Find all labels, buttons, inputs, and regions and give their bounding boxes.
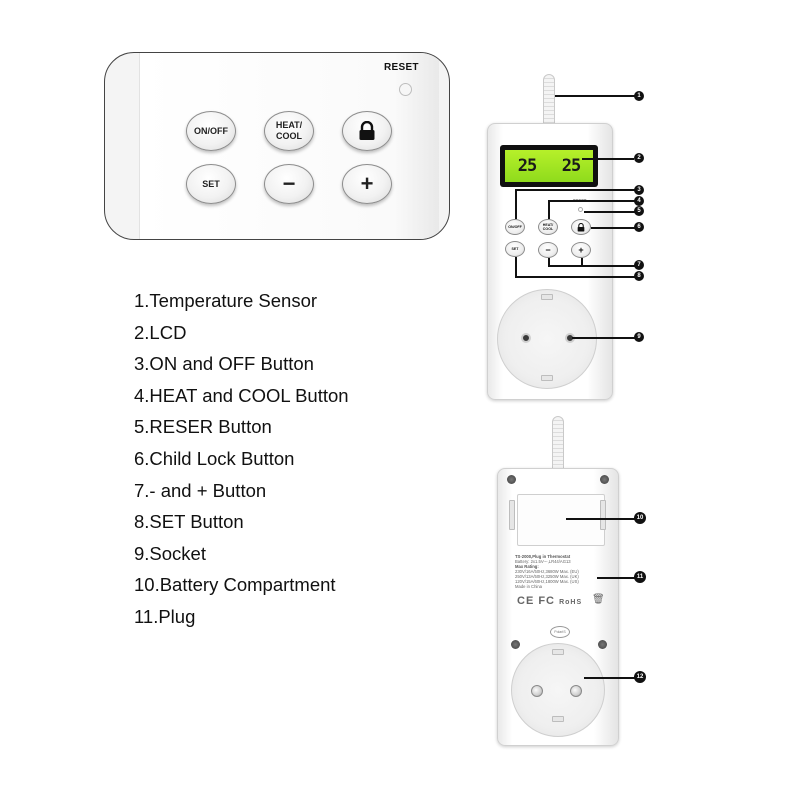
heat-cool-button[interactable]: HEAT/ COOL [264,111,314,151]
plug [511,643,605,737]
callout-line-1 [555,95,635,97]
rohs-mark: RoHS [559,599,583,606]
legend-item: 2.LCD [134,321,187,343]
rating-label-line: 250V/13A/50Hz,3250W Max. (UK) [515,574,579,579]
callout-9: 9 [634,332,644,342]
lock-icon [577,222,585,231]
callout-11: 11 [634,571,646,583]
callout-vline-8 [515,257,517,277]
reset-button[interactable] [399,83,412,96]
rating-label-title: TS-2000,Plug in Thermostat [515,554,571,559]
lock-icon [359,121,375,140]
certification-marks: CE FC RoHS [517,595,582,607]
callout-vline-7a [548,258,550,266]
callout-3: 3 [634,185,644,195]
rating-label-line: 120V/15A/60Hz,1800W Max. (US) [515,579,579,584]
plus-icon: + [578,244,584,255]
callout-vline-3 [515,189,517,219]
reset-label: RESET [384,62,419,73]
legend-item: 11.Plug [134,605,196,627]
callout-vline-4 [548,200,550,219]
legend-item: 9.Socket [134,542,206,564]
legend-item: 6.Child Lock Button [134,447,295,469]
minus-button[interactable]: − [264,164,314,204]
rating-label-line: 230V/16A/50Hz,3680W Max. (EU) [515,569,579,574]
callout-line-4 [548,200,635,202]
button-panel-closeup: RESET ON/OFF HEAT/ COOL SET − + [104,52,450,240]
panel-face: RESET ON/OFF HEAT/ COOL SET − + [139,53,439,239]
callout-line-10 [566,518,635,520]
front-lock-button[interactable] [571,219,591,235]
callout-line-5 [584,211,635,213]
temperature-sensor-cable [543,74,555,126]
rating-label-line: Battery: 2x1.5V---,LR44/AG13 [515,559,571,564]
socket-hole-left [521,333,531,343]
ce-fc-marks: CE FC [517,595,555,607]
callout-10: 10 [634,512,646,524]
set-button[interactable]: SET [186,164,236,204]
legend-item: 5.RESER Button [134,416,272,438]
front-on-off-button[interactable]: ON/OFF [505,219,525,235]
front-set-button[interactable]: SET [505,241,525,257]
callout-line-11 [597,577,635,579]
front-minus-button[interactable]: − [538,242,558,258]
rating-label: TS-2000,Plug in Thermostat Battery: 2x1.… [514,553,606,609]
callout-7: 7 [634,260,644,270]
on-off-button[interactable]: ON/OFF [186,111,236,151]
legend-item: 8.SET Button [134,511,244,533]
callout-12: 12 [634,671,646,683]
battery-clip-right [600,500,606,530]
weee-bin-icon: 🗑 [592,594,605,605]
minus-icon: − [282,171,296,196]
plug-earth-clip-top [552,649,564,655]
socket [497,289,597,389]
callout-line-6 [591,227,635,229]
screw-icon [511,640,520,649]
lcd-display: 25 25 [500,145,598,187]
socket-earth-clip-bottom [541,375,553,381]
plus-button[interactable]: + [342,164,392,204]
callout-line-3 [515,189,635,191]
callout-8: 8 [634,271,644,281]
plug-earth-clip-bottom [552,716,564,722]
callout-vline-7b [581,258,583,266]
legend-item: 10.Battery Compartment [134,574,336,596]
battery-clip-left [509,500,515,530]
callout-5: 5 [634,206,644,216]
callout-line-7 [548,265,635,267]
callout-1: 1 [634,91,644,101]
front-plus-button[interactable]: + [571,242,591,258]
callout-line-2 [582,158,634,160]
screw-icon [598,640,607,649]
front-reset-button[interactable] [578,207,583,212]
screw-icon [600,475,609,484]
plus-icon: + [360,171,374,196]
plug-pin-left [531,685,543,697]
socket-earth-clip-top [541,294,553,300]
parts-legend: 1.Temperature Sensor 2.LCD 3.ON and OFF … [134,290,349,638]
legend-item: 1.Temperature Sensor [134,290,318,311]
brand-logo: PolarIS [550,626,570,638]
minus-icon: − [545,244,551,255]
lcd-right-reading: 25 [561,156,582,176]
plug-pin-right [570,685,582,697]
front-heat-cool-button[interactable]: HEAT/ COOL [538,219,558,235]
legend-item: 4.HEAT and COOL Button [134,384,349,406]
rating-label-line: Max Rating: [515,564,539,569]
screw-icon [507,475,516,484]
callout-2: 2 [634,153,644,163]
callout-6: 6 [634,222,644,232]
legend-item: 7.- and + Button [134,479,267,501]
callout-line-8 [515,276,635,278]
rating-label-line: Made in China [515,584,543,589]
callout-4: 4 [634,196,644,206]
battery-compartment[interactable] [517,494,605,546]
lcd-left-reading: 25 [517,156,538,176]
legend-item: 3.ON and OFF Button [134,353,314,375]
callout-line-9 [572,337,635,339]
back-cable [552,416,564,472]
child-lock-button[interactable] [342,111,392,151]
lcd-screen: 25 25 [505,150,593,182]
callout-line-12 [584,677,635,679]
